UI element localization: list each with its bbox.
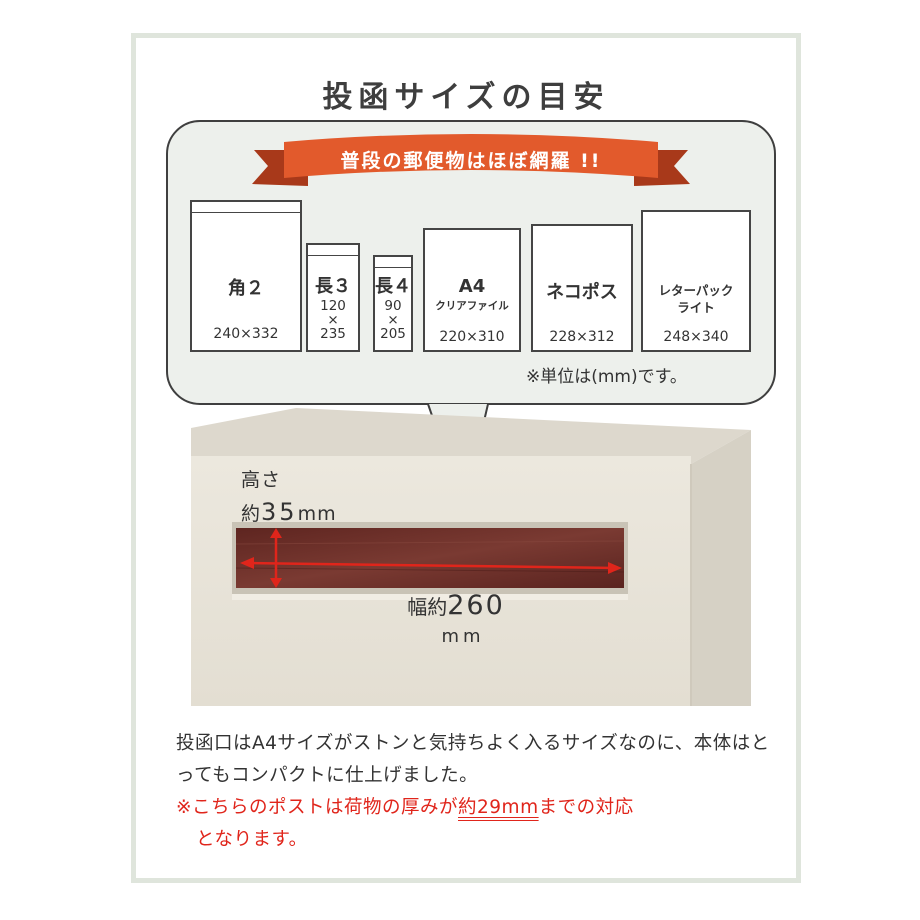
envelope-naga4-height: 205	[380, 326, 406, 342]
envelope-naga3-height: 235	[320, 326, 346, 342]
envelope-kaku2-card: 角２ 240×332	[190, 200, 302, 352]
envelope-flap	[192, 212, 300, 213]
frame: 投函サイズの目安 普段の郵便物はほぼ網羅 !! 角２ 240×332 長３ 12…	[131, 33, 801, 883]
envelope-naga3-width: 120	[320, 298, 346, 314]
thickness-note: ※こちらのポストは荷物の厚みが約29mmまでの対応 となります。	[176, 792, 776, 856]
envelope-naga3-card: 長３ 120 × 235	[306, 243, 360, 352]
envelope-naga4-times: ×	[387, 312, 399, 328]
envelope-flap	[308, 255, 358, 256]
width-caption: 幅約	[407, 595, 448, 619]
envelope-naga4-card: 長４ 90 × 205	[373, 255, 413, 352]
letterpack-dims: 248×340	[663, 329, 729, 345]
width-unit: mm	[441, 626, 485, 647]
ribbon-text: 普段の郵便物はほぼ網羅 !!	[340, 150, 602, 172]
height-prefix: 約	[241, 503, 262, 525]
envelope-flap	[375, 267, 411, 268]
slot-width-label: 幅約260 mm	[371, 591, 541, 652]
nekopos-label: ネコポス	[546, 282, 618, 303]
envelope-naga3-label: 長３	[315, 276, 351, 297]
unit-note: ※単位は(mm)です。	[526, 367, 687, 387]
envelope-kaku2-label: 角２	[228, 278, 264, 299]
envelope-naga4-width: 90	[384, 298, 402, 314]
a4-sublabel: クリアファイル	[435, 300, 509, 312]
a4-clearfile-card: A4 クリアファイル 220×310	[423, 228, 521, 352]
slot-height-label: 高さ 約35mm	[241, 464, 337, 530]
note-line2: となります。	[196, 829, 308, 850]
letterpack-label-line1: レターパック	[658, 283, 734, 298]
product-description: 投函口はA4サイズがストンと気持ちよく入るサイズなのに、本体はとってもコンパクト…	[176, 733, 770, 786]
a4-label: A4	[458, 276, 486, 297]
height-unit: mm	[297, 503, 337, 525]
height-value: 35	[261, 498, 298, 526]
note-highlight: 約29mm	[458, 797, 539, 818]
height-caption: 高さ	[241, 469, 282, 491]
a4-dims: 220×310	[439, 329, 505, 345]
ribbon-banner	[252, 134, 690, 186]
letterpack-light-card: レターパック ライト 248×340	[641, 210, 751, 352]
envelope-kaku2-dims: 240×332	[213, 326, 279, 342]
envelope-naga4-label: 長４	[375, 276, 411, 297]
note-pre: ※こちらのポストは荷物の厚みが	[176, 797, 459, 818]
width-value: 260	[447, 590, 505, 621]
page-title: 投函サイズの目安	[322, 80, 610, 115]
postbox-illustration	[191, 408, 751, 706]
letterpack-label-line2: ライト	[677, 300, 715, 315]
nekopos-dims: 228×312	[549, 329, 615, 345]
nekopos-card: ネコポス 228×312	[531, 224, 633, 352]
envelope-naga3-times: ×	[327, 312, 339, 328]
note-post: までの対応	[538, 797, 634, 818]
